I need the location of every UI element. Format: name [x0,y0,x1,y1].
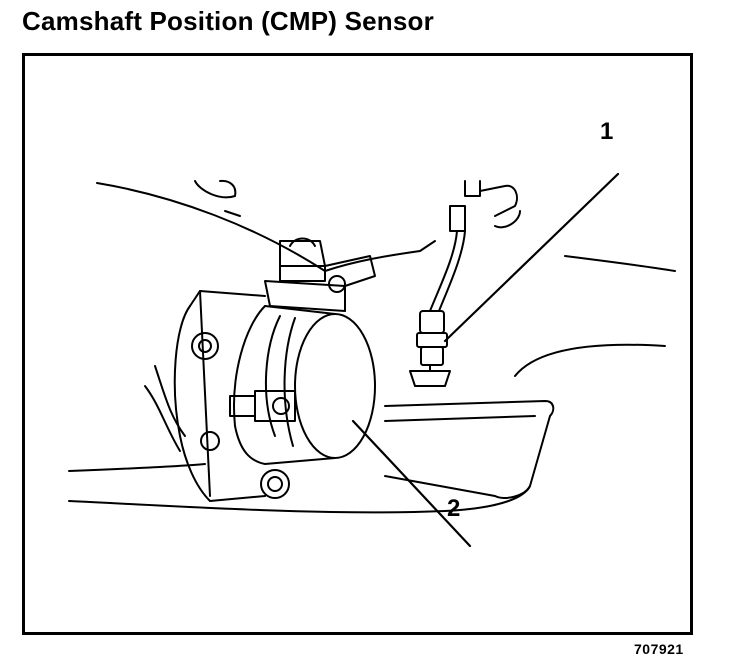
callout-label-1: 1 [600,118,614,145]
engine-illustration [68,172,676,548]
leader-lines [351,172,620,548]
wiring-harness [429,180,521,312]
cmp-sensor [409,310,451,387]
oil-pan [384,400,555,499]
mounting-bracket [189,237,376,312]
leader-line-2 [351,419,472,548]
diagram-title: Camshaft Position (CMP) Sensor [22,6,434,36]
callout-label-2: 2 [447,495,461,522]
drum-housing [233,305,376,465]
illustration-frame [22,53,693,635]
figure-number: 707921 [634,641,684,657]
leader-line-1 [443,172,620,343]
front-flange [144,290,296,502]
engine-outline [68,179,676,514]
